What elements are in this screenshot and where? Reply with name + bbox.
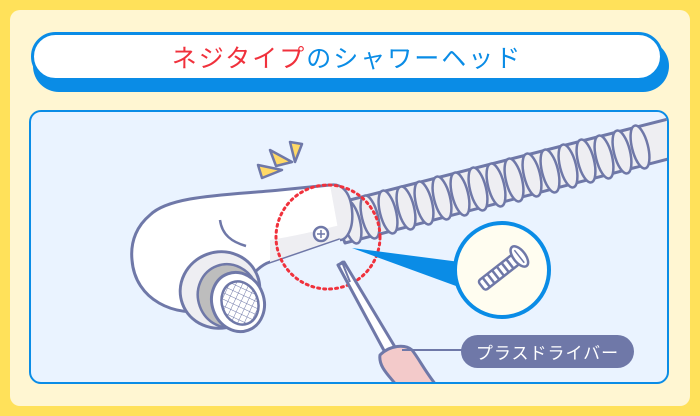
title-highlight: ネジタイプ (171, 43, 307, 73)
callout-pointer (352, 248, 460, 286)
title-rest: のシャワーヘッド (306, 43, 523, 73)
screwdriver-icon (336, 260, 442, 382)
screw-icon (312, 225, 330, 243)
alert-spark-icon (256, 140, 304, 180)
screwdriver-label: プラスドライバー (461, 335, 634, 368)
screwdriver-label-text: プラスドライバー (475, 344, 620, 364)
magnified-screw-callout (453, 221, 551, 319)
page-title: ネジタイプのシャワーヘッド (172, 39, 523, 75)
shower-head-icon (130, 183, 354, 334)
dotted-focus-circle (274, 183, 382, 291)
flexible-hose-icon (328, 116, 667, 245)
title-banner: ネジタイプのシャワーヘッド (31, 32, 663, 81)
